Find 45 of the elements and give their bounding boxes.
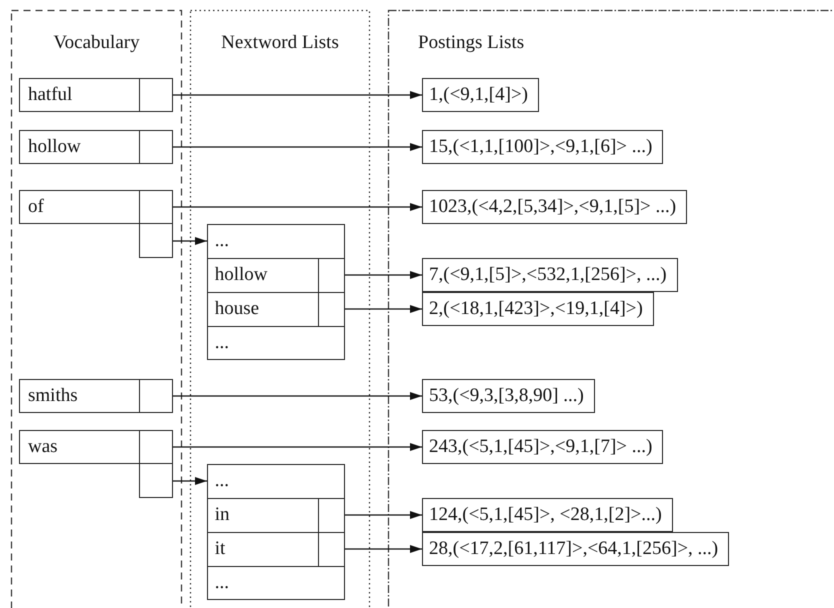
arrow	[345, 305, 422, 313]
row-text: ...	[214, 230, 229, 252]
row-text: ...	[214, 332, 229, 354]
arrow	[345, 511, 422, 519]
column-heading: Postings Lists	[418, 32, 524, 55]
arrow	[173, 443, 422, 451]
nextword-list-box	[207, 464, 345, 600]
arrow	[173, 477, 207, 485]
arrow	[345, 271, 422, 279]
term-cell: hatful	[19, 78, 140, 112]
list-row	[206, 532, 345, 566]
term-cell: of	[19, 190, 140, 224]
postings-entry: 15,(<1,1,[100]>,<9,1,[6]> ...)	[422, 130, 664, 164]
postings-entry: 2,(<18,1,[423]>,<19,1,[4]>)	[422, 292, 654, 326]
term-cell: hollow	[19, 130, 140, 164]
arrow	[173, 91, 422, 99]
term-cell: was	[19, 430, 140, 464]
postings-entry: 53,(<9,3,[3,8,90] ...)	[422, 379, 595, 413]
column-heading: Nextword Lists	[221, 32, 339, 55]
row-text: ...	[214, 572, 229, 594]
row-text: hollow	[214, 264, 268, 286]
postings-entry: 1,(<9,1,[4]>)	[422, 78, 539, 112]
postings-entry: 1023,(<4,2,[5,34]>,<9,1,[5]> ...)	[422, 190, 688, 224]
arrow	[345, 545, 422, 553]
postings-entry: 243,(<5,1,[45]>,<9,1,[7]> ...)	[422, 430, 664, 464]
column-band	[11, 10, 182, 608]
list-row	[206, 498, 345, 532]
arrow	[173, 392, 422, 400]
postings-entry: 28,(<17,2,[61,117]>,<64,1,[256]>, ...)	[422, 532, 730, 566]
postings-entry: 124,(<5,1,[45]>, <28,1,[2]>...)	[422, 498, 673, 532]
arrow	[173, 143, 422, 151]
postings-entry: 7,(<9,1,[5]>,<532,1,[256]>, ...)	[422, 258, 678, 292]
row-text: in	[214, 504, 230, 526]
list-row	[206, 292, 345, 326]
term-cell: smiths	[19, 379, 140, 413]
row-text: it	[214, 538, 226, 560]
row-text: house	[214, 298, 260, 320]
list-row	[206, 258, 345, 292]
arrow	[173, 203, 422, 211]
arrow	[173, 237, 207, 245]
column-band	[190, 10, 370, 608]
column-band	[388, 10, 834, 608]
nextword-list-box	[207, 224, 345, 360]
row-text: ...	[214, 470, 229, 492]
column-heading: Vocabulary	[53, 32, 140, 55]
